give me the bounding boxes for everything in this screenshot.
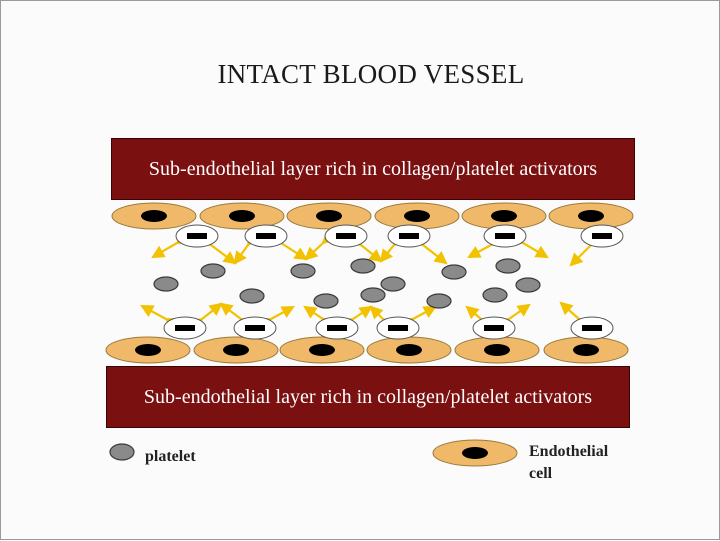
endothelial-nucleus xyxy=(316,210,342,222)
endothelial-nucleus xyxy=(491,210,517,222)
activation-arrow xyxy=(198,233,237,265)
platelet xyxy=(482,287,508,303)
activation-arrow xyxy=(369,305,396,332)
endothelial-nucleus xyxy=(484,344,510,356)
receptor-dash xyxy=(495,233,515,239)
activation-arrow xyxy=(465,305,494,332)
platelet xyxy=(239,288,265,304)
legend-platelet-icon xyxy=(109,443,135,461)
activation-arrow xyxy=(151,231,190,259)
activation-arrow xyxy=(496,303,531,331)
platelet xyxy=(360,287,386,303)
activation-arrow xyxy=(379,232,407,263)
activation-arrow xyxy=(219,302,254,331)
activation-arrow xyxy=(140,304,179,331)
receptor-dash xyxy=(245,325,265,331)
receptor-dash xyxy=(388,325,408,331)
platelet xyxy=(290,263,316,279)
activation-arrow xyxy=(340,305,373,331)
endothelial-nucleus xyxy=(223,344,249,356)
receptor-dash xyxy=(582,325,602,331)
activation-arrow xyxy=(467,233,504,259)
activation-arrow xyxy=(510,231,549,259)
diagram-title: INTACT BLOOD VESSEL xyxy=(217,59,525,89)
sub-endothelial-layer-bottom: Sub-endothelial layer rich in collagen/p… xyxy=(106,366,630,428)
activation-arrow xyxy=(189,302,223,331)
activation-arrow xyxy=(348,232,383,263)
activation-arrow xyxy=(559,301,592,332)
endothelial-nucleus xyxy=(578,210,604,222)
platelet xyxy=(200,263,226,279)
activation-arrow xyxy=(268,231,308,261)
activation-arrow xyxy=(303,305,336,331)
platelet xyxy=(515,277,541,293)
platelet xyxy=(153,276,179,292)
activation-arrow xyxy=(569,232,604,267)
activation-arrow xyxy=(233,232,260,265)
receptor-dash xyxy=(592,233,612,239)
platelet xyxy=(313,293,339,309)
platelet xyxy=(441,264,467,280)
endothelial-nucleus xyxy=(404,210,430,222)
platelet xyxy=(426,293,452,309)
platelet xyxy=(350,258,376,274)
platelet xyxy=(380,276,406,292)
receptor-dash xyxy=(399,233,419,239)
endothelial-nucleus xyxy=(141,210,167,222)
activation-arrow xyxy=(400,305,437,331)
legend-endothelial-line1: Endothelial xyxy=(529,443,609,460)
activation-arrow xyxy=(304,230,336,261)
activation-arrow xyxy=(410,233,448,265)
legend-endothelial-line2: cell xyxy=(529,465,553,482)
endothelial-nucleus xyxy=(573,344,599,356)
legend-endothelial-nucleus xyxy=(462,447,488,459)
platelet xyxy=(495,258,521,274)
sub-endothelial-layer-top: Sub-endothelial layer rich in collagen/p… xyxy=(111,138,635,200)
receptor-dash xyxy=(484,325,504,331)
endothelial-nucleus xyxy=(309,344,335,356)
receptor-dash xyxy=(175,325,195,331)
receptor-dash xyxy=(336,233,356,239)
activation-arrow xyxy=(258,305,295,331)
endothelial-nucleus xyxy=(229,210,255,222)
receptor-dash xyxy=(256,233,276,239)
endothelial-nucleus xyxy=(135,344,161,356)
receptor-dash xyxy=(187,233,207,239)
legend-platelet-label: platelet xyxy=(145,448,196,465)
receptor-dash xyxy=(327,325,347,331)
endothelial-nucleus xyxy=(396,344,422,356)
legend-endothelial-label: Endothelial cell xyxy=(529,441,608,485)
